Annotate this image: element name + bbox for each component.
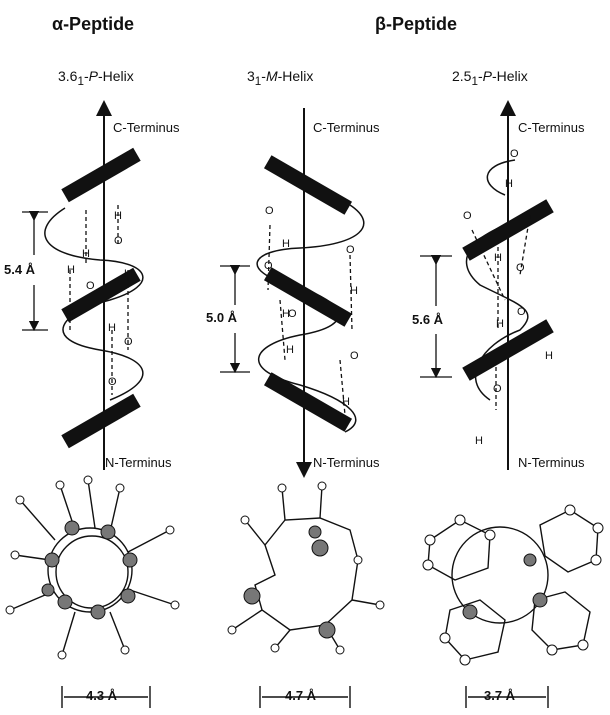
atom-label-h: H	[545, 350, 553, 362]
atom-label-h: H	[505, 178, 513, 190]
atom-label-o: O	[264, 260, 273, 272]
atom-label-h: H	[475, 435, 483, 447]
atom-label-h: H	[494, 252, 502, 264]
beta-31-top-view-model	[232, 486, 380, 650]
atom-label-o: O	[114, 235, 123, 247]
atom-label-o: O	[350, 350, 359, 362]
alpha-top-view-model	[10, 480, 175, 655]
atom-label-o: O	[288, 308, 297, 320]
pitch-dimension-beta-31	[220, 266, 250, 372]
beta-25-top-view-model	[428, 510, 598, 660]
atom-label-o: O	[493, 383, 502, 395]
pitch-dimension-beta-25	[420, 256, 452, 377]
atom-label-o: O	[516, 262, 525, 274]
atom-label-o: O	[463, 210, 472, 222]
atom-label-h: H	[67, 264, 75, 276]
atom-label-o: O	[124, 336, 133, 348]
atom-label-o: O	[86, 280, 95, 292]
atom-label-h: H	[124, 268, 132, 280]
atom-label-o: O	[510, 148, 519, 160]
atom-label-o: O	[346, 244, 355, 256]
atom-label-h: H	[108, 322, 116, 334]
atom-label-h: H	[496, 318, 504, 330]
atom-label-o: O	[265, 205, 274, 217]
pitch-dimension-alpha	[22, 212, 48, 330]
beta-31-helix-drawing	[257, 108, 364, 470]
diameter-dimension-beta-25	[466, 686, 548, 708]
alpha-top-view-atoms	[6, 476, 179, 659]
atom-label-h: H	[286, 344, 294, 356]
atom-label-h: H	[114, 210, 122, 222]
diameter-dimension-beta-31	[260, 686, 350, 708]
atom-label-o: O	[66, 306, 75, 318]
atom-label-h: H	[342, 396, 350, 408]
diameter-dimension-alpha	[62, 686, 150, 708]
atom-label-h: H	[282, 238, 290, 250]
beta-25-helix-drawing	[463, 108, 553, 470]
atom-label-o: O	[517, 306, 526, 318]
atom-label-h: H	[82, 248, 90, 260]
atom-label-h: H	[350, 285, 358, 297]
atom-label-o: O	[108, 376, 117, 388]
